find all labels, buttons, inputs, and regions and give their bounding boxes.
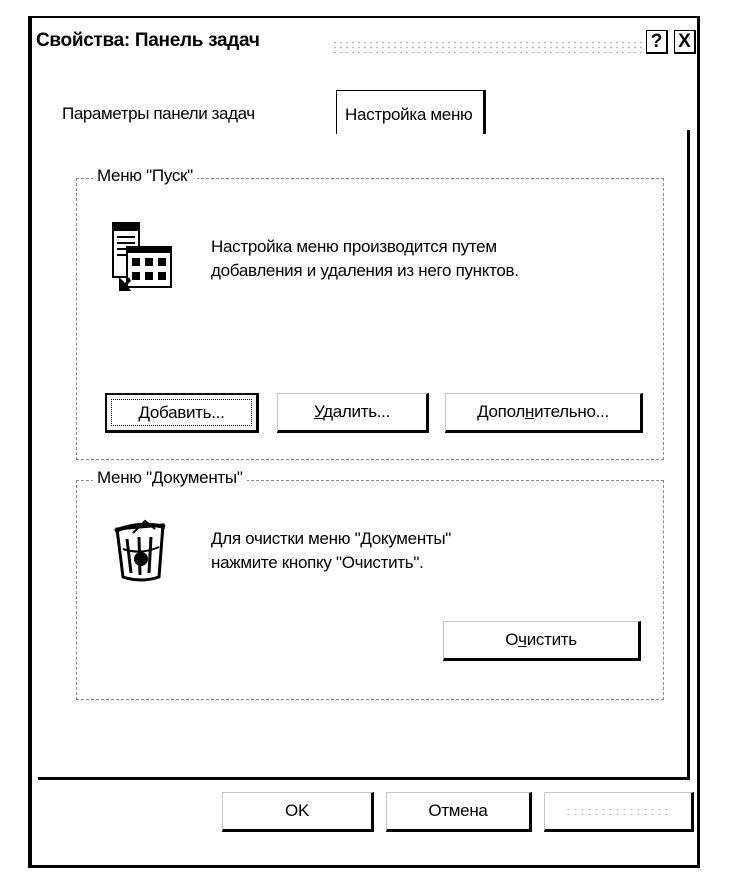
remove-button[interactable]: Удалить... (277, 393, 429, 433)
start-menu-group-label: Меню "Пуск" (93, 166, 197, 186)
add-button[interactable]: Добавить... (105, 393, 259, 433)
advanced-button-label: Дополнительно... (477, 402, 609, 421)
add-button-label: Добавить... (138, 402, 225, 422)
recycle-bin-icon (114, 519, 166, 582)
start-menu-description-line1: Настройка меню производится путем (211, 237, 497, 256)
tab-panel-menu-settings: Меню "Пуск" Настройка меню производится … (38, 130, 690, 780)
help-button[interactable]: ? (646, 30, 668, 54)
documents-description-line2: нажмите кнопку "Очистить". (211, 553, 424, 572)
advanced-button[interactable]: Дополнительно... (445, 393, 643, 433)
tab-taskbar-options[interactable]: Параметры панели задач (62, 104, 255, 123)
apply-button[interactable] (544, 792, 694, 832)
title-bar[interactable]: Свойства: Панель задач ? X (32, 18, 697, 62)
cancel-button[interactable]: Отмена (386, 792, 532, 832)
documents-description-line1: Для очистки меню "Документы" (211, 529, 452, 548)
remove-button-label: Удалить... (313, 402, 391, 421)
tab-menu-settings[interactable]: Настройка меню (336, 90, 486, 134)
apply-button-disabled-label (565, 807, 671, 817)
documents-menu-group-label: Меню "Документы" (93, 468, 247, 488)
documents-menu-group: Меню "Документы" Для очистки меню "Докум… (76, 468, 664, 700)
clear-button[interactable]: Очистить (443, 621, 641, 661)
clear-button-label: Очистить (505, 630, 577, 649)
tab-strip: Параметры панели задач Настройка меню (32, 84, 697, 134)
title-bar-gradient (332, 40, 652, 54)
start-menu-description-line2: добавления и удаления из него пунктов. (211, 261, 519, 280)
focus-rectangle (111, 399, 252, 426)
ok-button[interactable]: OK (222, 792, 374, 832)
close-button[interactable]: X (674, 30, 696, 54)
window-title: Свойства: Панель задач (36, 30, 260, 51)
taskbar-properties-dialog: Свойства: Панель задач ? X Параметры пан… (28, 16, 700, 868)
start-menu-settings-icon (112, 222, 172, 291)
start-menu-group: Меню "Пуск" Настройка меню производится … (76, 166, 664, 460)
